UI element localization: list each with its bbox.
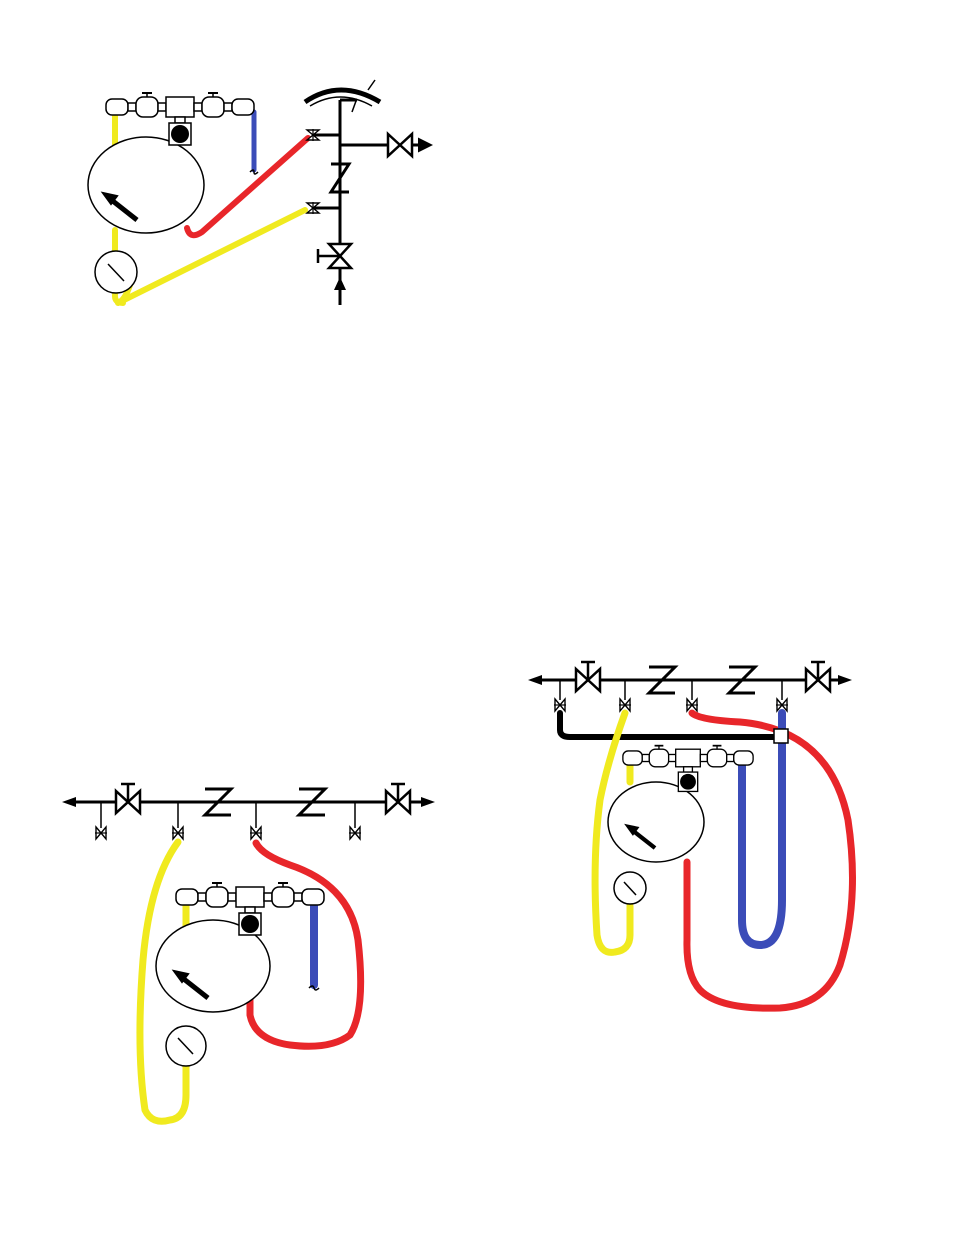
gate-valve-icon bbox=[806, 662, 830, 691]
dcva-test-setup bbox=[62, 784, 435, 1121]
gate-valve-icon bbox=[386, 784, 410, 813]
differential-gauge-icon bbox=[88, 137, 204, 233]
flow-arrow-icon bbox=[421, 797, 435, 807]
bypass-hose-end bbox=[250, 170, 258, 174]
bypass-hose bbox=[742, 713, 782, 945]
differential-gauge-icon bbox=[608, 782, 704, 862]
dcva-bypass-test-setup bbox=[528, 662, 853, 1008]
pvb-test-setup bbox=[88, 80, 430, 305]
manifold-icon bbox=[106, 93, 254, 145]
test-cock-icon bbox=[95, 827, 107, 839]
test-cock-icon bbox=[686, 699, 698, 711]
flow-arrow-icon bbox=[62, 797, 76, 807]
test-cock-icon bbox=[250, 827, 262, 839]
bypass-tee-fitting bbox=[774, 729, 788, 743]
test-cock-icon bbox=[619, 699, 631, 711]
gate-valve-icon bbox=[388, 134, 412, 156]
flow-arrow-icon bbox=[528, 675, 542, 685]
gate-valve-icon bbox=[576, 662, 600, 691]
test-cock-icon bbox=[172, 827, 184, 839]
flow-arrow-icon bbox=[334, 277, 346, 290]
test-cock-icon bbox=[554, 699, 566, 711]
test-cock-icon bbox=[349, 827, 361, 839]
gate-valve-icon bbox=[116, 784, 140, 813]
flow-arrow-icon bbox=[838, 675, 852, 685]
high-hose bbox=[250, 843, 361, 1046]
